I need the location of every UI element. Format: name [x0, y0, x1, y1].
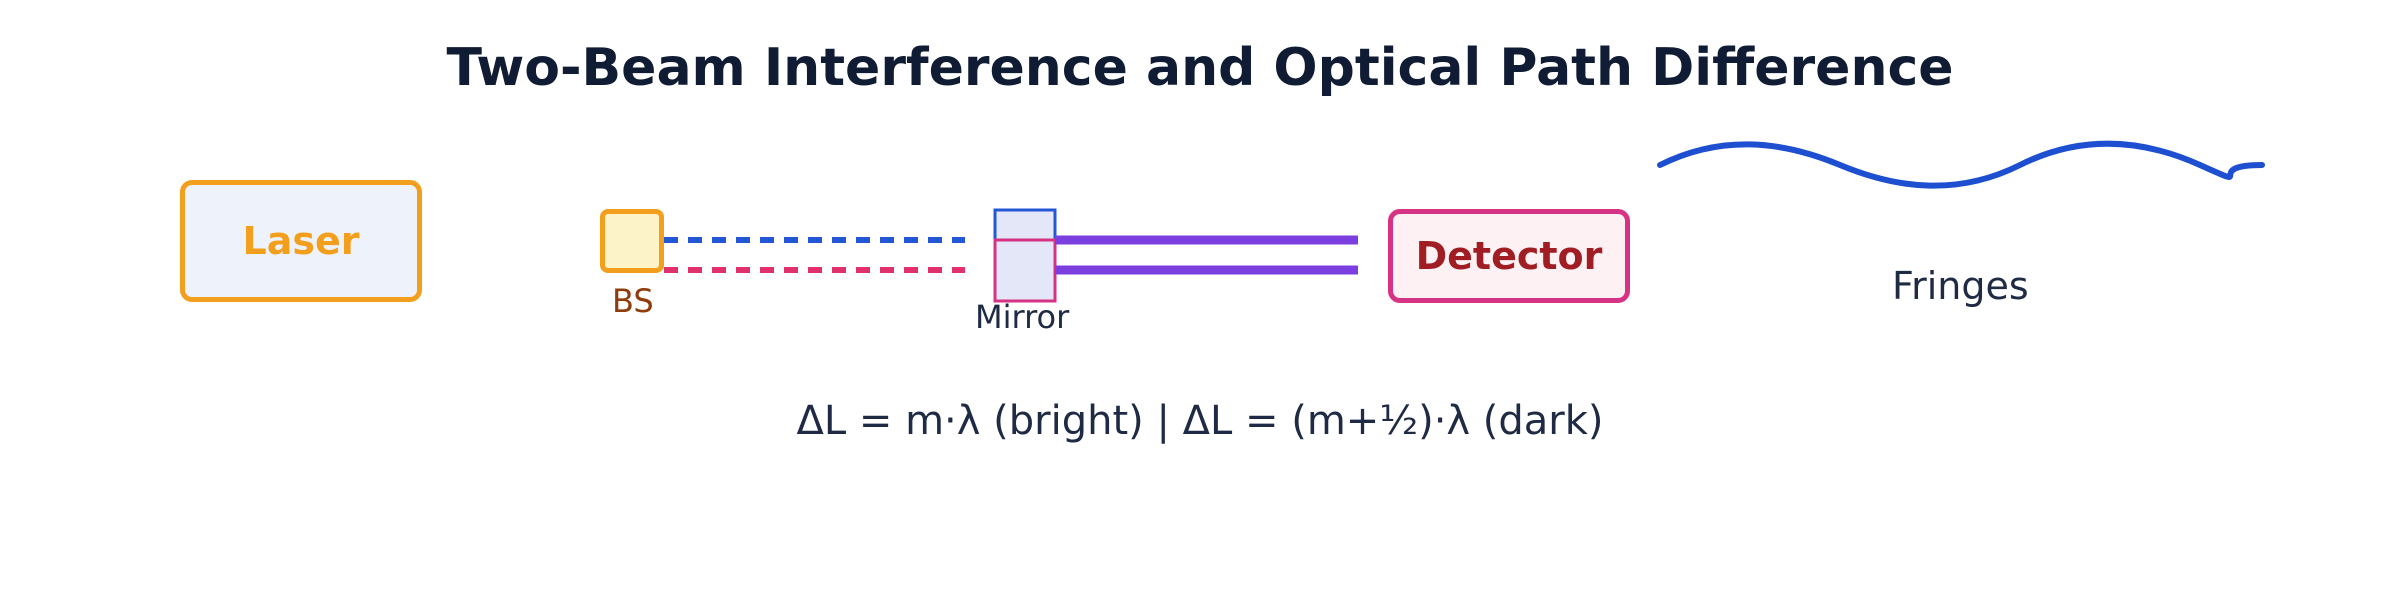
beam-splitter-box: [600, 209, 664, 273]
mirror-label: Mirror: [975, 298, 1070, 336]
detector-label: Detector: [1415, 234, 1603, 278]
laser-box: Laser: [180, 180, 422, 302]
mirror-lower-element: [993, 238, 1057, 303]
fringes-label: Fringes: [1892, 264, 2029, 308]
diagram-title: Two-Beam Interference and Optical Path D…: [446, 38, 1954, 98]
interference-condition-equation: ΔL = m·λ (bright) | ΔL = (m+½)·λ (dark): [796, 398, 1604, 444]
fringe-wave: [1657, 140, 2265, 189]
laser-label: Laser: [242, 219, 360, 263]
detector-box: Detector: [1388, 209, 1630, 303]
beam-splitter-label: BS: [612, 282, 654, 320]
mirror-upper-element: [993, 208, 1057, 242]
